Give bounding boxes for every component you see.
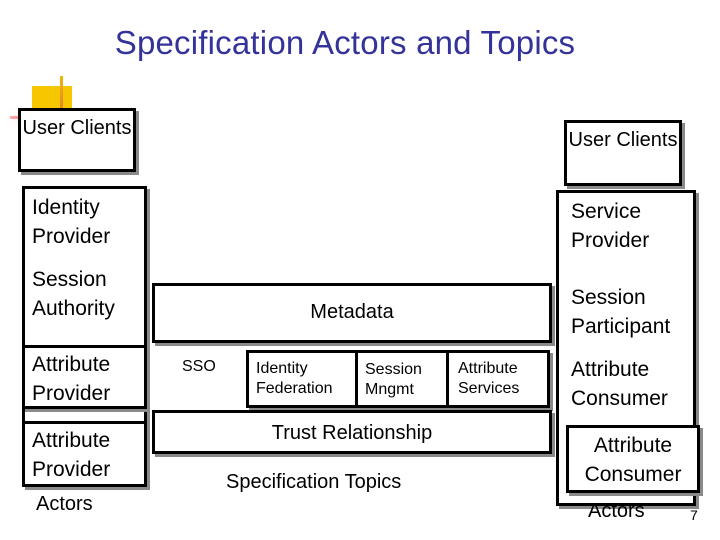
right-service-provider-label: Service Provider bbox=[571, 200, 650, 252]
identity-federation-box: Identity Federation bbox=[246, 350, 358, 408]
right-attribute-consumer-1-label: Attribute Consumer bbox=[571, 358, 668, 410]
page-title: Specification Actors and Topics bbox=[114, 24, 576, 61]
session-mngmt-box: Session Mngmt bbox=[355, 350, 449, 408]
left-user-clients-label: User Clients bbox=[22, 117, 132, 139]
attribute-services-label: Attribute Services bbox=[458, 360, 520, 397]
attribute-services-box: Attribute Services bbox=[446, 350, 550, 408]
left-attribute-provider-1-label: Attribute Provider bbox=[32, 353, 111, 405]
right-user-clients-box: User Clients bbox=[564, 120, 682, 186]
left-attribute-provider-box-2: Attribute Provider bbox=[22, 421, 147, 487]
specification-topics-label: Specification Topics bbox=[226, 471, 402, 493]
left-actors-label: Actors bbox=[36, 493, 93, 515]
sso-label: SSO bbox=[182, 358, 216, 375]
metadata-box: Metadata bbox=[152, 283, 552, 343]
slide-number: 7 bbox=[690, 507, 698, 523]
trust-relationship-box: Trust Relationship bbox=[152, 410, 552, 454]
right-user-clients-label: User Clients bbox=[568, 129, 678, 151]
left-identity-provider-label: Identity Provider bbox=[32, 196, 111, 248]
trust-relationship-label: Trust Relationship bbox=[271, 422, 433, 444]
right-attribute-consumer-2-label: Attribute Consumer bbox=[584, 434, 682, 486]
right-actors-label: Actors bbox=[588, 500, 645, 522]
left-attribute-provider-box-1: Attribute Provider bbox=[22, 345, 147, 409]
metadata-label: Metadata bbox=[310, 301, 394, 323]
right-attribute-consumer-box-2: Attribute Consumer bbox=[566, 425, 700, 493]
right-session-participant-label: Session Participant bbox=[571, 286, 671, 338]
identity-federation-label: Identity Federation bbox=[256, 360, 333, 397]
session-mngmt-label: Session Mngmt bbox=[365, 361, 422, 398]
left-session-authority-label: Session Authority bbox=[32, 268, 115, 320]
left-user-clients-box: User Clients bbox=[18, 108, 136, 172]
left-attribute-provider-2-label: Attribute Provider bbox=[32, 429, 111, 481]
